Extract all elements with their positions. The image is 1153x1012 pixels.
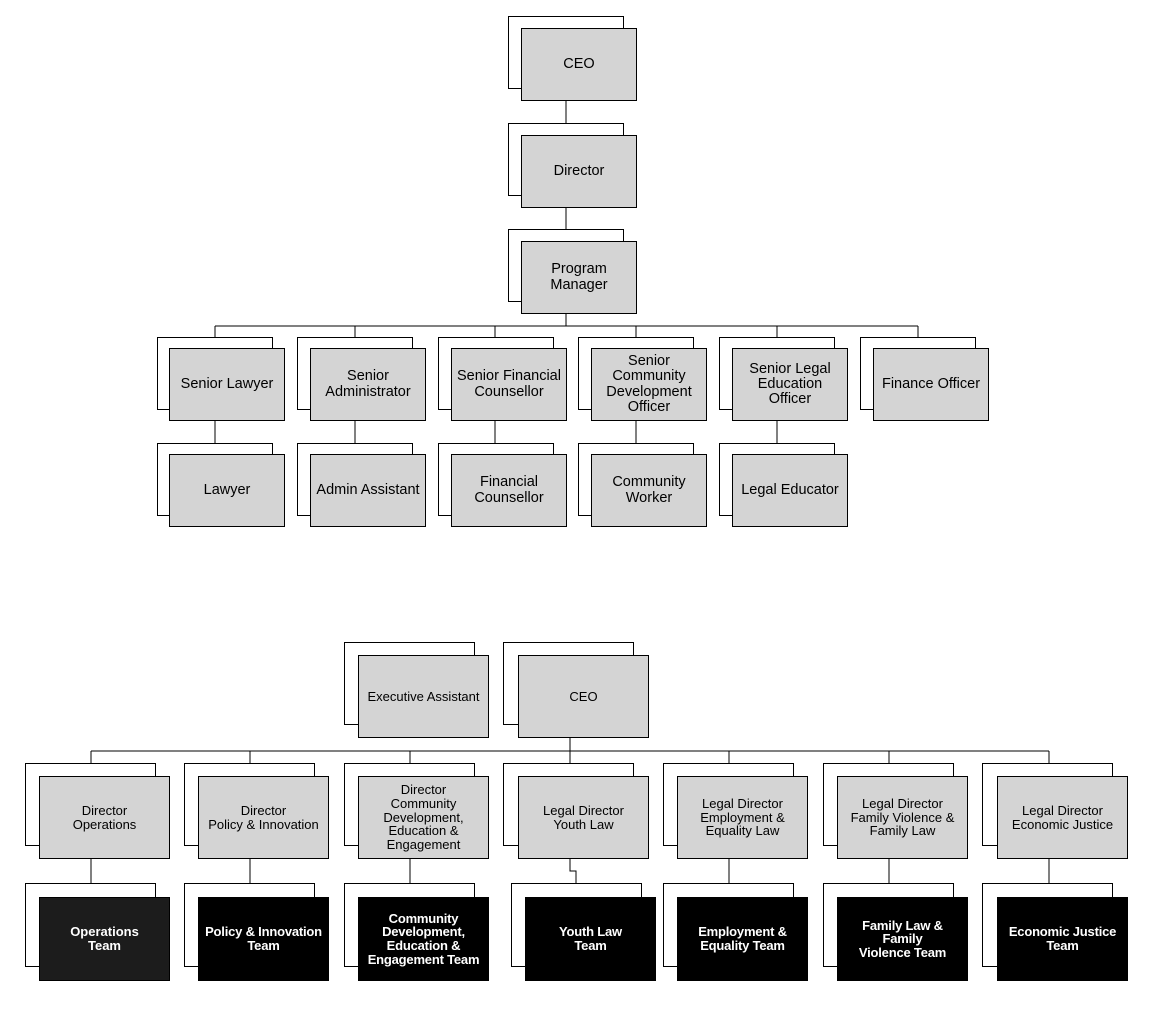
node-label: Community Development, Education & Engag… (367, 910, 480, 967)
node-label: Financial Counsellor (474, 474, 544, 506)
node-label: Family Law & Family Violence Team (858, 917, 947, 960)
node-label: Senior Lawyer (180, 375, 274, 392)
node-label: Legal Director Youth Law (543, 802, 624, 832)
node-label: Senior Financial Counsellor (457, 368, 561, 400)
node-label: Legal Director Family Violence & Family … (850, 796, 955, 839)
node-label: Community Worker (612, 474, 686, 506)
node-label: Director Community Development, Educatio… (383, 782, 464, 852)
node-label: Senior Administrator (325, 368, 411, 400)
node-label: Economic Justice Team (1008, 924, 1117, 953)
node-label: Legal Director Employment & Equality Law (700, 796, 785, 839)
node-label: Director (553, 162, 605, 179)
node-label: Policy & Innovation Team (205, 924, 322, 953)
node-label: Operations Team (70, 924, 139, 953)
node-label: Senior Community Development Officer (606, 353, 692, 415)
node-label: Executive Assistant (367, 688, 480, 704)
node-label: CEO (569, 688, 598, 704)
node-label: Legal Director Economic Justice (1011, 802, 1114, 832)
node-label: Director Policy & Innovation (208, 802, 319, 832)
node-label: Employment & Equality Team (698, 924, 787, 953)
node-label: Senior Legal Education Officer (749, 360, 831, 408)
node-label: Legal Educator (741, 481, 839, 498)
node-label: CEO (563, 55, 595, 72)
node-label: Program Manager (550, 261, 608, 293)
node-label: Director Operations (72, 802, 137, 832)
node-label: Admin Assistant (316, 481, 420, 498)
node-label: Youth Law Team (559, 924, 622, 953)
node-label: Lawyer (203, 481, 251, 498)
node-label: Finance Officer (881, 375, 981, 392)
